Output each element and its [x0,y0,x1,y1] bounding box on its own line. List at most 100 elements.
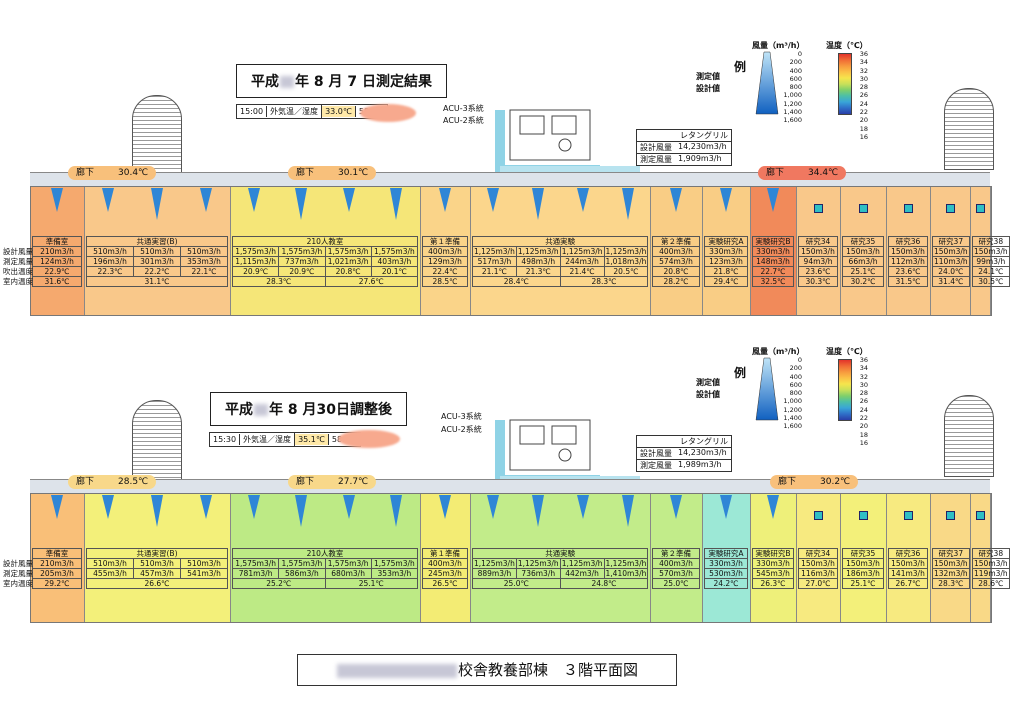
diffuser-icon [295,188,308,220]
room-name: 研究34 [798,548,838,559]
room-name: 実験研究A [704,548,748,559]
room-temp-cell: 28.3℃ [932,578,970,589]
measured-cell: 353m3/h [180,256,228,267]
room-name: 研究37 [932,236,970,247]
room-temp-cell: 25.0℃ [472,578,561,589]
measured-cell: 205m3/h [32,568,82,579]
measured-cell: 141m3/h [888,568,928,579]
scale-tick: 1,600 [783,116,802,125]
room-temp-cell: 25.1℃ [324,578,418,589]
diffuser-icon [390,495,403,527]
diffuser-icon [720,188,732,212]
design-cell: 150m3/h [888,246,928,257]
measured-cell: 244m3/h [559,256,605,267]
room-name: 研究35 [842,236,884,247]
measured-cell: 110m3/h [932,256,970,267]
row-label: 測定風量 [3,569,33,578]
diffuser-square-icon [976,204,985,213]
diffuser-icon [151,188,163,220]
scale-tick: 30 [859,380,868,389]
scale-tick: 32 [859,372,868,381]
measured-cell: 196m3/h [86,256,134,267]
measured-cell: 116m3/h [798,568,838,579]
measured-cell: 119m3/h [972,568,1010,579]
flow-scale-title: 風量（m³/h） [752,347,805,356]
scale-tick: 24 [859,405,868,414]
legend-design-label: 設計値 [696,390,720,399]
temp-scale-title: 温度（℃） [826,347,868,356]
diffuser-icon [531,188,544,220]
design-cell: 1,125m3/h [559,246,605,257]
acu-equipment [495,109,640,175]
legend-measured-label: 測定値 [696,378,720,387]
room-name: 研究37 [932,548,970,559]
outlet-cell: 25.1℃ [842,266,884,277]
room-name: 共通実習(B) [86,548,228,559]
room-name: 研究38 [972,236,1010,247]
row-label: 室内温度 [3,277,33,286]
temp-scale-title: 温度（℃） [826,41,868,50]
scale-tick: 18 [859,124,868,133]
diffuser-icon [576,495,589,519]
room-temp-cell: 28.3℃ [232,276,326,287]
acu3-label: ACU-3系統 [443,104,484,113]
measured-cell: 541m3/h [180,568,228,579]
stairwell-left [132,400,182,482]
scale-tick: 34 [859,364,868,373]
acu3-label: ACU-3系統 [441,412,482,421]
acu2-label: ACU-2系統 [443,116,484,125]
design-cell: 1,125m3/h [472,558,517,569]
scale-tick: 22 [859,108,868,117]
measured-cell: 586m3/h [278,568,326,579]
room-name: 210人教室 [232,548,418,559]
outlet-cell: 20.1℃ [370,266,419,277]
room-temp-cell: 31.1℃ [86,276,228,287]
diffuser-square-icon [859,511,868,520]
design-cell: 150m3/h [842,246,884,257]
measured-cell: 517m3/h [472,256,517,267]
scale-tick: 0 [797,356,802,364]
design-cell: 330m3/h [752,246,794,257]
diffuser-square-icon [904,204,913,213]
scale-tick: 0 [797,50,802,58]
diffuser-square-icon [814,511,823,520]
outlet-cell: 20.9℃ [278,266,326,277]
diffuser-icon [342,188,355,212]
design-cell: 1,575m3/h [231,246,280,257]
room-name: 研究38 [972,548,1010,559]
diffuser-square-icon [814,204,823,213]
flow-scale-wedge [755,51,779,115]
measured-cell: 736m3/h [515,568,561,579]
room-name: 実験研究B [752,548,794,559]
design-cell: 330m3/h [704,558,748,569]
measured-cell: 530m3/h [704,568,748,579]
scale-tick: 20 [859,422,868,431]
scale-tick: 32 [859,66,868,75]
outlet-cell: 22.4℃ [422,266,468,277]
scale-tick: 20 [859,116,868,125]
stairwell-right [944,395,994,477]
measured-cell: 112m3/h [888,256,928,267]
diffuser-icon [151,495,163,527]
measured-cell: 457m3/h [133,568,181,579]
scale-tick: 600 [789,74,802,83]
outlet-cell: 24.0℃ [932,266,970,277]
outlet-cell: 22.1℃ [180,266,228,277]
scale-tick: 1,000 [783,397,802,406]
room-temp-cell: 28.6℃ [972,578,1010,589]
scale-tick: 400 [789,372,802,381]
